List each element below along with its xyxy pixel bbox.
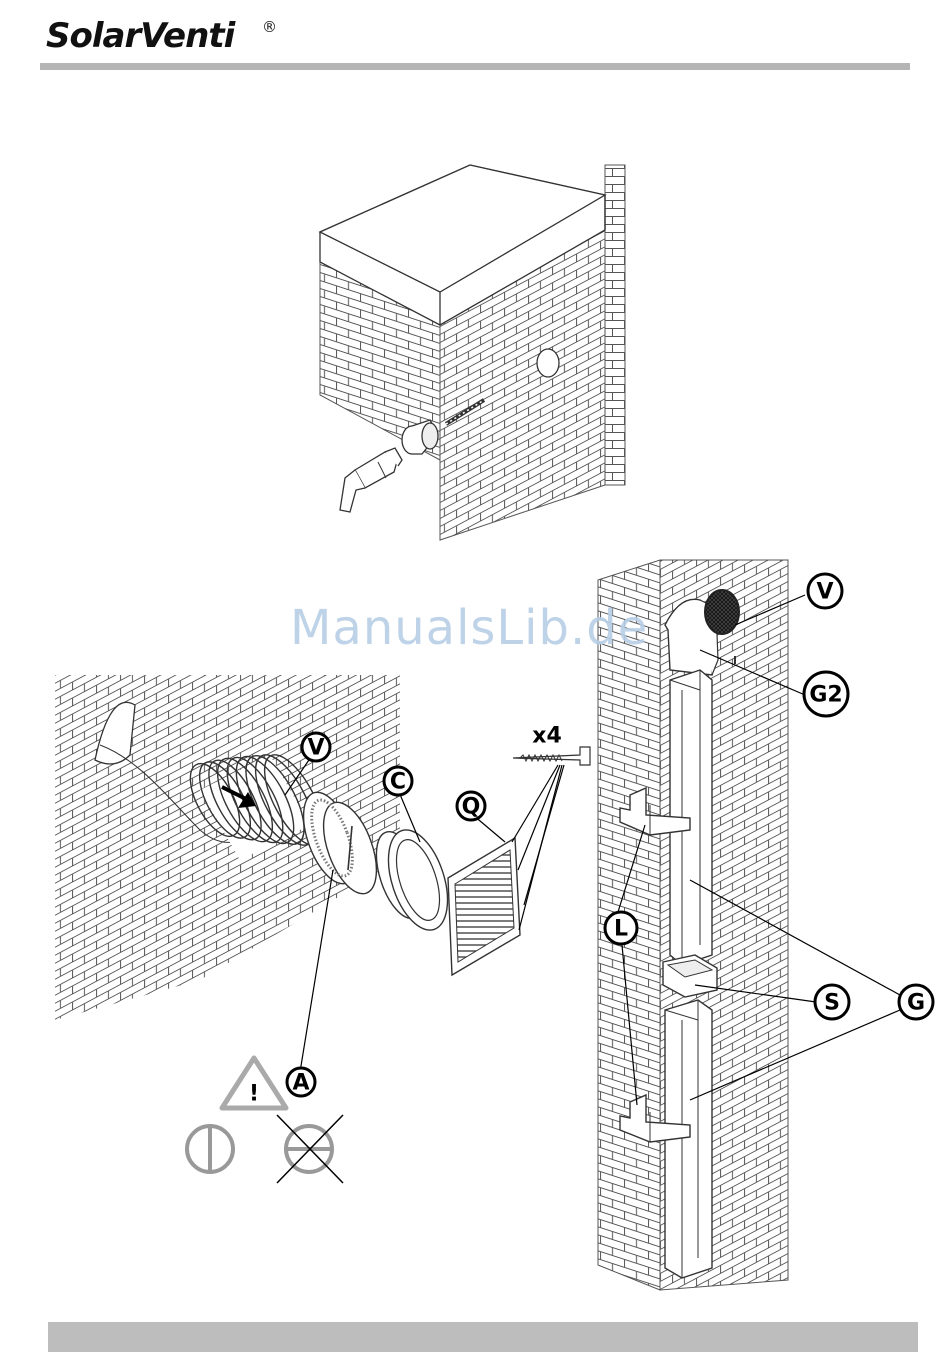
svg-text:C: C bbox=[390, 770, 406, 795]
label-v-outdoor: V bbox=[808, 574, 842, 608]
label-v-hose: V bbox=[302, 733, 330, 761]
damper-correct-orientation-icon bbox=[187, 1126, 233, 1172]
label-l: L bbox=[605, 912, 637, 944]
svg-text:V: V bbox=[307, 736, 324, 761]
svg-text:A: A bbox=[292, 1071, 309, 1096]
label-g: G bbox=[899, 985, 933, 1019]
label-g2: G2 bbox=[804, 672, 848, 716]
vent-grille-icon bbox=[448, 838, 520, 975]
screw-icon bbox=[513, 747, 590, 765]
label-s: S bbox=[815, 985, 849, 1019]
power-drill-icon bbox=[340, 448, 402, 512]
label-a: A bbox=[287, 1068, 315, 1096]
screw-count: x4 bbox=[532, 724, 562, 749]
wall-hole-icon bbox=[537, 349, 559, 377]
warning-exclamation: ! bbox=[249, 1082, 259, 1107]
damper-wrong-orientation-icon bbox=[277, 1115, 343, 1183]
svg-text:G2: G2 bbox=[809, 683, 842, 708]
footer-bar bbox=[48, 1322, 918, 1352]
outdoor-vent-icon bbox=[705, 590, 739, 634]
svg-text:L: L bbox=[614, 917, 628, 942]
svg-text:Q: Q bbox=[462, 795, 481, 820]
drilling-figure bbox=[320, 165, 625, 540]
svg-text:G: G bbox=[907, 991, 925, 1016]
svg-text:V: V bbox=[816, 580, 833, 605]
watermark: ManualsLib.de bbox=[290, 600, 648, 656]
indoor-assembly-figure bbox=[55, 675, 590, 1020]
label-q: Q bbox=[457, 792, 485, 820]
label-c: C bbox=[384, 767, 412, 795]
wall-collar-icon bbox=[367, 823, 459, 938]
svg-text:S: S bbox=[824, 991, 840, 1016]
